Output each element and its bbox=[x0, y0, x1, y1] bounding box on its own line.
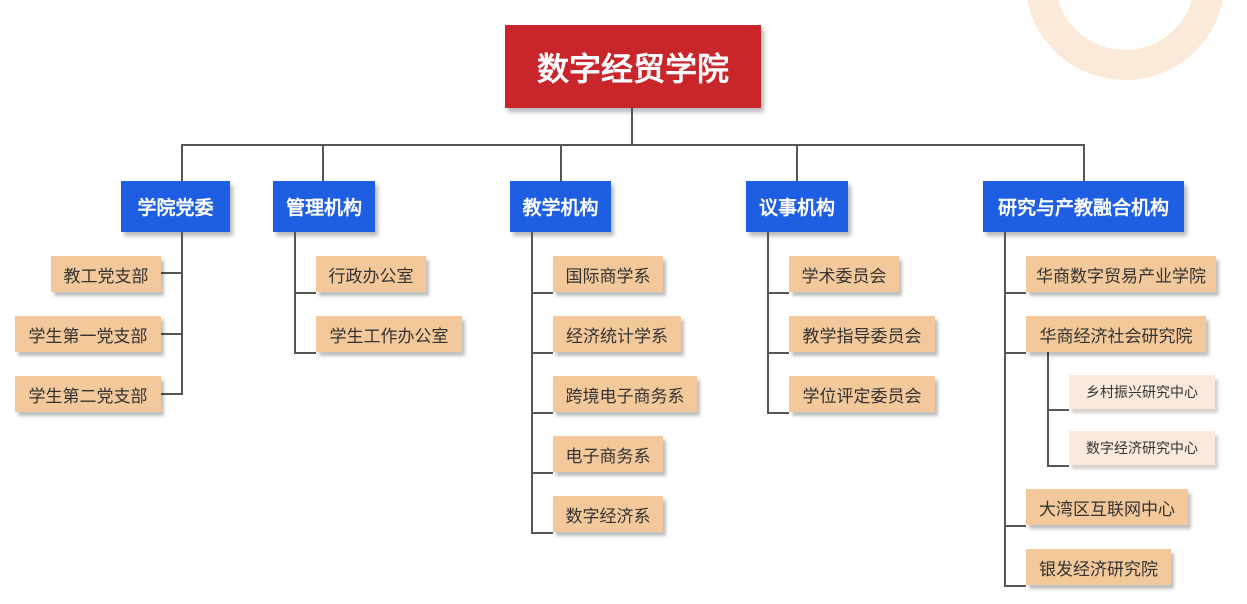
connector bbox=[1047, 409, 1069, 411]
connector bbox=[531, 232, 533, 534]
connector bbox=[294, 352, 316, 354]
connector bbox=[767, 232, 769, 414]
connector bbox=[161, 393, 183, 395]
connector bbox=[1083, 144, 1085, 181]
connector bbox=[161, 333, 183, 335]
connector bbox=[767, 412, 789, 414]
node-ecommerce-dept: 电子商务系 bbox=[553, 436, 663, 472]
branch-teaching: 教学机构 bbox=[510, 181, 611, 232]
connector bbox=[631, 108, 633, 145]
connector bbox=[294, 292, 316, 294]
connector bbox=[1004, 352, 1026, 354]
connector bbox=[1004, 292, 1026, 294]
node-admin-office: 行政办公室 bbox=[316, 256, 426, 292]
connector bbox=[531, 532, 553, 534]
connector bbox=[531, 352, 553, 354]
connector bbox=[322, 144, 324, 181]
branch-council: 议事机构 bbox=[746, 181, 848, 232]
connector bbox=[796, 144, 798, 181]
node-digital-trade-industry-college: 华商数字贸易产业学院 bbox=[1026, 256, 1216, 292]
connector bbox=[767, 292, 789, 294]
node-intl-business-dept: 国际商学系 bbox=[553, 256, 663, 292]
node-teaching-guidance-committee: 教学指导委员会 bbox=[789, 316, 935, 352]
root-node: 数字经贸学院 bbox=[505, 25, 761, 108]
connector bbox=[181, 144, 1085, 146]
node-staff-party-branch: 教工党支部 bbox=[51, 256, 161, 292]
connector bbox=[767, 352, 789, 354]
decorative-rings-icon bbox=[1027, 0, 1223, 80]
node-student-party-branch-1: 学生第一党支部 bbox=[15, 316, 161, 352]
connector bbox=[1004, 525, 1026, 527]
node-silver-economy-institute: 银发经济研究院 bbox=[1026, 549, 1171, 585]
branch-research: 研究与产教融合机构 bbox=[983, 181, 1184, 232]
connector bbox=[1004, 232, 1006, 587]
node-econ-stats-dept: 经济统计学系 bbox=[553, 316, 681, 352]
connector bbox=[161, 272, 183, 274]
node-degree-committee: 学位评定委员会 bbox=[789, 376, 935, 412]
node-rural-revitalization-center: 乡村振兴研究中心 bbox=[1069, 375, 1215, 409]
node-economic-social-institute: 华商经济社会研究院 bbox=[1026, 316, 1206, 352]
branch-party-committee: 学院党委 bbox=[121, 181, 230, 232]
connector bbox=[181, 232, 183, 395]
node-student-party-branch-2: 学生第二党支部 bbox=[15, 376, 161, 412]
connector bbox=[1047, 465, 1069, 467]
node-student-affairs-office: 学生工作办公室 bbox=[316, 316, 462, 352]
connector bbox=[531, 472, 553, 474]
node-digital-economy-research-center: 数字经济研究中心 bbox=[1069, 431, 1215, 465]
node-greater-bay-internet-center: 大湾区互联网中心 bbox=[1026, 489, 1188, 525]
connector bbox=[531, 292, 553, 294]
node-digital-economy-dept: 数字经济系 bbox=[553, 496, 663, 532]
connector bbox=[181, 144, 183, 181]
node-cross-border-ecommerce-dept: 跨境电子商务系 bbox=[553, 376, 697, 412]
connector bbox=[1004, 585, 1026, 587]
node-academic-committee: 学术委员会 bbox=[789, 256, 899, 292]
connector bbox=[531, 412, 553, 414]
branch-management: 管理机构 bbox=[273, 181, 375, 232]
connector bbox=[560, 144, 562, 181]
